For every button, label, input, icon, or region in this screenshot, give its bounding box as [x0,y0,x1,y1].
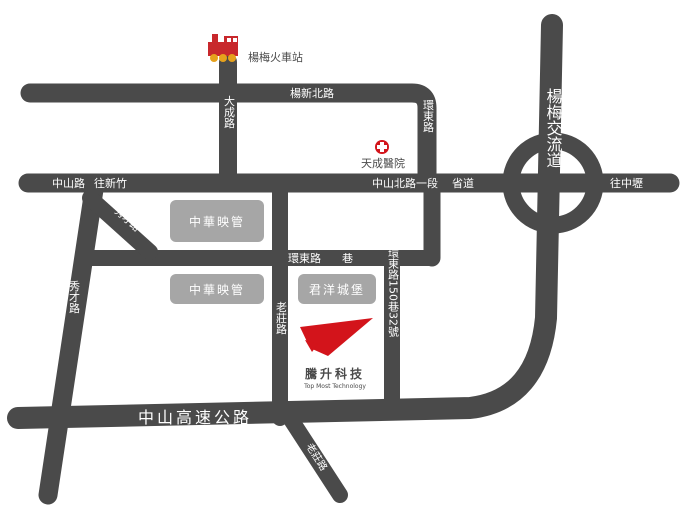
road-network [7,14,680,505]
company-name: 騰升科技 [305,366,365,381]
road-zhongshan-freeway [7,14,563,429]
station-label: 楊梅火車站 [248,50,303,64]
to-xinzhu-label: 往新竹 [94,176,127,190]
cinema-block-2 [170,274,264,304]
yangmei-interchange-label: 楊梅交流道 [544,88,563,168]
freeway-label: 中山高速公路 [138,408,252,427]
to-zhongli-label: 往中壢 [610,176,643,190]
junyang-label: 君洋城堡 [309,282,365,297]
xiucai-rd-2-label: 秀才路 [68,280,81,314]
road-laozhuang-south [282,410,348,503]
yangmei-roundabout [502,132,604,234]
dacheng-rd-label: 大成路 [223,94,236,129]
company-subtitle: Top Most Technology [303,383,366,390]
yangxin-rd-label: 楊新北路 [290,86,334,100]
zhongshan-north-rd-label: 中山北路一段 [372,176,438,190]
zhongshan-rd-label: 中山路 [52,177,85,190]
hospital-cross-icon [375,140,389,154]
alley-label: 巷 [342,252,353,265]
road-xiucai-branch [82,190,158,260]
cinema-2-label: 中華映管 [189,282,245,297]
company-logo-icon [300,318,373,356]
laozhuang-rd-label: 老莊路 [275,301,288,335]
road-yangxin-north [20,83,437,193]
cinema-1-label: 中華映管 [189,214,245,229]
train-icon [208,34,238,62]
hospital-label: 天成醫院 [361,156,405,170]
lane-address-label: 環東路150巷32號 [387,247,400,338]
road-xiucai [38,173,105,505]
junyang-block [298,274,376,304]
huandong-alley-label: 環東路 [288,252,321,265]
cinema-block-1 [170,200,264,242]
province-rd-label: 省道 [452,176,474,190]
huandong-rd-label: 環東路 [422,99,435,133]
